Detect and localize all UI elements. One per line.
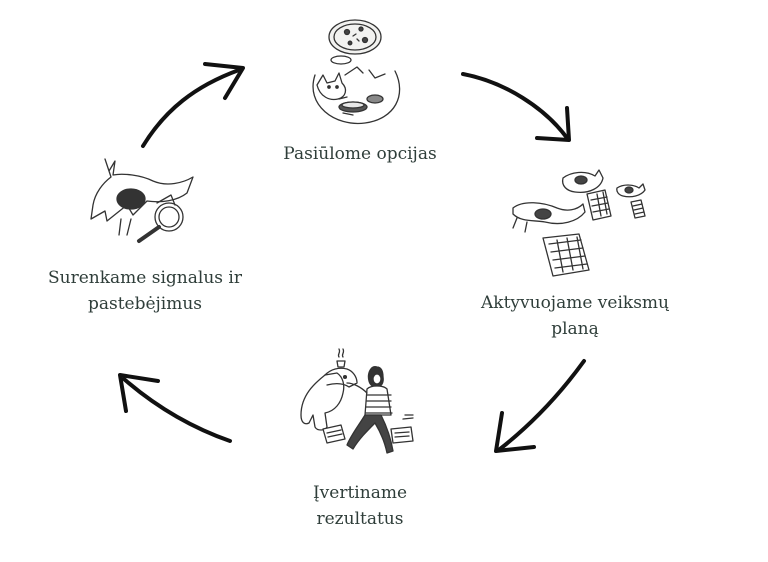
arrow-to-evaluate <box>494 359 586 453</box>
step-label-signals: Surenkame signalus ir pastebėjimus <box>30 265 260 317</box>
arrow-to-action-plan <box>461 72 571 142</box>
arrow-to-options <box>141 62 245 148</box>
step-label-line: planą <box>551 319 599 339</box>
step-label-line: Įvertiname <box>312 483 408 503</box>
step-label-line: rezultatus <box>316 509 404 529</box>
evaluate-illustration <box>300 348 414 454</box>
step-label-line: Pasiūlome opcijas <box>283 144 437 164</box>
action-plan-illustration <box>512 169 646 277</box>
options-illustration <box>312 19 401 125</box>
arrow-to-signals <box>118 373 232 443</box>
step-label-line: Aktyvuojame veiksmų <box>481 293 669 313</box>
step-label-action-plan: Aktyvuojame veiksmų planą <box>455 290 695 342</box>
step-label-evaluate: Įvertiname rezultatus <box>270 480 450 532</box>
step-label-line: pastebėjimus <box>87 294 203 314</box>
signals-illustration <box>90 158 194 243</box>
step-label-line: Surenkame signalus ir <box>48 268 242 288</box>
step-label-options: Pasiūlome opcijas <box>260 141 460 167</box>
